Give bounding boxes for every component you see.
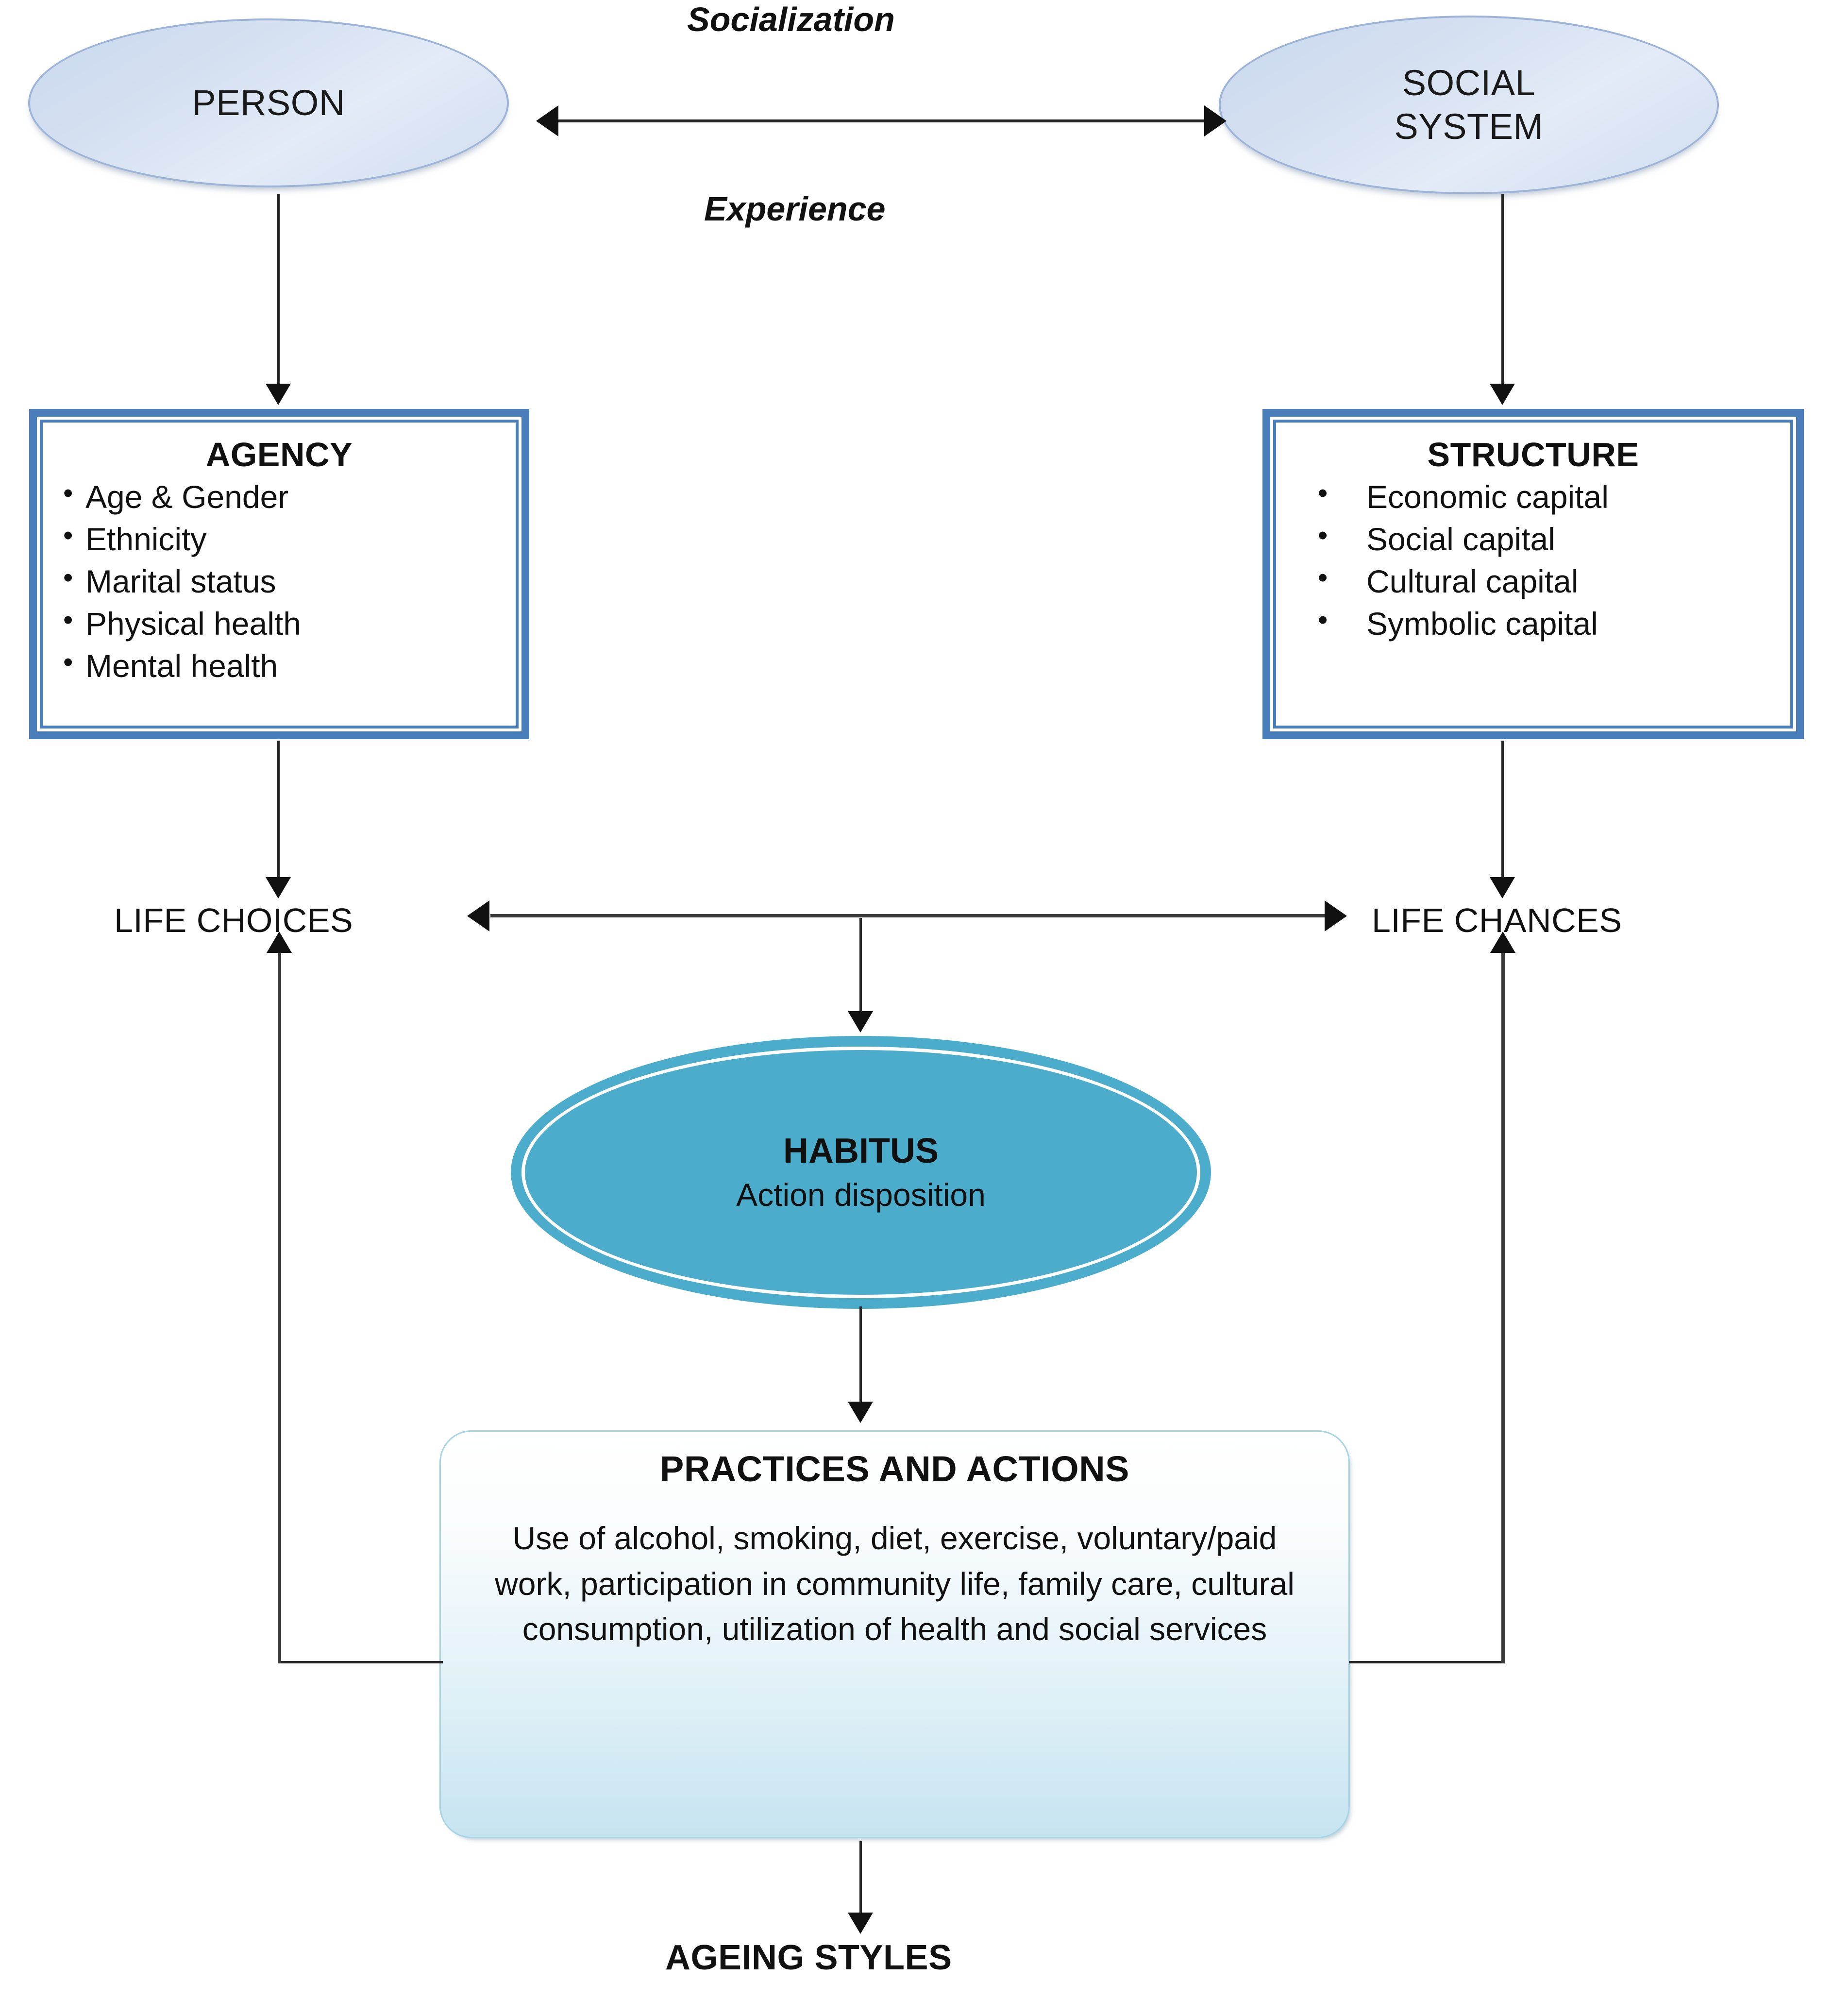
node-agency-inner: AGENCY Age & Gender Ethnicity Marital st… — [40, 420, 519, 728]
edge-practices-to-ageing-styles-line — [859, 1841, 862, 1918]
node-social-system-label-line2: SYSTEM — [1394, 106, 1544, 147]
edge-to-habitus-line — [859, 918, 862, 1017]
node-social-system[interactable]: SOCIAL SYSTEM — [1219, 16, 1719, 194]
edge-practices-to-life-chances-arrow-icon — [1490, 932, 1515, 953]
edge-practices-to-life-choices-arrow-icon — [267, 932, 292, 953]
edge-socialization-arrow-right-icon — [1204, 105, 1227, 136]
edge-structure-to-life-chances-line — [1501, 741, 1504, 884]
edge-practices-to-ageing-styles-arrow-icon — [848, 1913, 873, 1934]
node-practices-title: PRACTICES AND ACTIONS — [659, 1449, 1130, 1489]
edge-life-choices-chances-line — [490, 914, 1326, 917]
edge-socialization-arrow-left-icon — [536, 105, 558, 136]
edge-to-habitus-arrow-icon — [848, 1011, 873, 1033]
edge-practices-to-life-choices-vertical — [278, 952, 281, 1663]
edge-agency-to-life-choices-line — [277, 741, 280, 884]
node-habitus[interactable]: HABITUS Action disposition — [511, 1036, 1211, 1309]
edge-habitus-to-practices-line — [859, 1306, 862, 1408]
node-person-label: PERSON — [192, 82, 345, 123]
list-item: Symbolic capital — [1289, 602, 1778, 645]
list-item: Mental health — [55, 644, 503, 687]
list-item: Marital status — [55, 559, 503, 603]
edge-agency-to-life-choices-arrow-icon — [266, 877, 291, 898]
node-structure-list: Economic capital Social capital Cultural… — [1289, 475, 1778, 645]
edge-label-socialization: Socialization — [687, 0, 895, 38]
node-agency[interactable]: AGENCY Age & Gender Ethnicity Marital st… — [29, 409, 529, 739]
edge-structure-to-life-chances-arrow-icon — [1490, 877, 1515, 898]
edge-practices-to-life-chances-horizontal — [1349, 1661, 1504, 1663]
list-item: Physical health — [55, 602, 503, 645]
node-ageing-styles[interactable]: AGEING STYLES — [665, 1938, 952, 1977]
edge-label-experience: Experience — [704, 190, 886, 228]
node-structure[interactable]: STRUCTURE Economic capital Social capita… — [1262, 409, 1804, 739]
node-life-choices[interactable]: LIFE CHOICES — [114, 901, 353, 939]
edge-habitus-to-practices-arrow-icon — [848, 1402, 873, 1423]
node-habitus-text: HABITUS Action disposition — [736, 1129, 986, 1216]
edge-social-to-structure-arrow-icon — [1490, 384, 1515, 405]
node-agency-title: AGENCY — [205, 436, 353, 474]
edge-life-chances-arrow-right-icon — [1325, 900, 1347, 932]
node-practices-and-actions[interactable]: PRACTICES AND ACTIONS Use of alcohol, sm… — [439, 1430, 1350, 1838]
edge-practices-to-life-chances-vertical — [1501, 952, 1505, 1663]
node-social-system-label-line1: SOCIAL — [1402, 62, 1536, 103]
edge-life-choices-arrow-left-icon — [467, 900, 489, 932]
node-habitus-subtitle: Action disposition — [736, 1176, 986, 1213]
edge-social-to-structure-line — [1501, 194, 1504, 389]
edge-practices-to-life-choices-horizontal — [278, 1661, 443, 1663]
list-item: Social capital — [1289, 517, 1778, 560]
list-item: Ethnicity — [55, 517, 503, 560]
node-structure-inner: STRUCTURE Economic capital Social capita… — [1273, 420, 1793, 728]
list-item: Cultural capital — [1289, 559, 1778, 603]
node-structure-title: STRUCTURE — [1427, 436, 1639, 474]
edge-person-to-agency-line — [277, 194, 280, 389]
edge-person-to-agency-arrow-icon — [266, 384, 291, 405]
list-item: Economic capital — [1289, 475, 1778, 518]
node-person[interactable]: PERSON — [28, 18, 509, 187]
node-habitus-title: HABITUS — [783, 1132, 939, 1171]
node-social-system-label: SOCIAL SYSTEM — [1394, 61, 1543, 149]
edge-socialization-line — [558, 119, 1204, 122]
node-agency-list: Age & Gender Ethnicity Marital status Ph… — [55, 475, 503, 688]
node-practices-body: Use of alcohol, smoking, diet, exercise,… — [495, 1520, 1295, 1647]
list-item: Age & Gender — [55, 475, 503, 518]
